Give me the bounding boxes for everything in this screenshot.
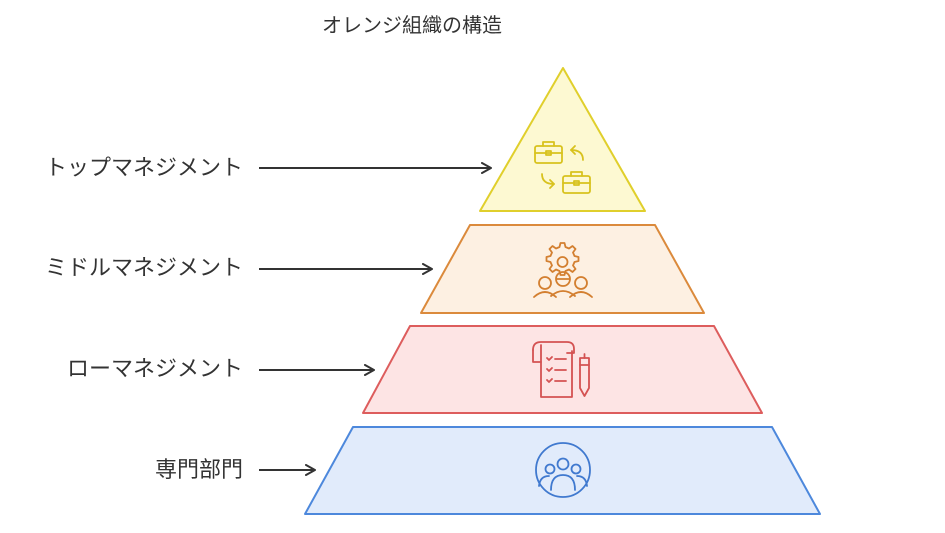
- level-low-management: ローマネジメント: [67, 325, 763, 414]
- level-label: ミドルマネジメント: [45, 256, 243, 281]
- briefcase-exchange-icon: [534, 141, 591, 194]
- level-specialist-division: 専門部門: [155, 426, 821, 515]
- diagram-title: オレンジ組織の構造: [322, 13, 502, 37]
- group-icon: [535, 442, 591, 498]
- level-top-management: トップマネジメント: [45, 67, 646, 212]
- level-shape: [479, 67, 646, 212]
- level-shape: [420, 224, 705, 314]
- checklist-pen-icon: [532, 341, 590, 398]
- level-label: ローマネジメント: [67, 357, 243, 382]
- team-gear-icon: [533, 242, 593, 298]
- level-shape: [304, 426, 821, 515]
- level-label: 専門部門: [155, 458, 243, 483]
- level-middle-management: ミドルマネジメント: [45, 224, 705, 314]
- level-label: トップマネジメント: [45, 156, 243, 181]
